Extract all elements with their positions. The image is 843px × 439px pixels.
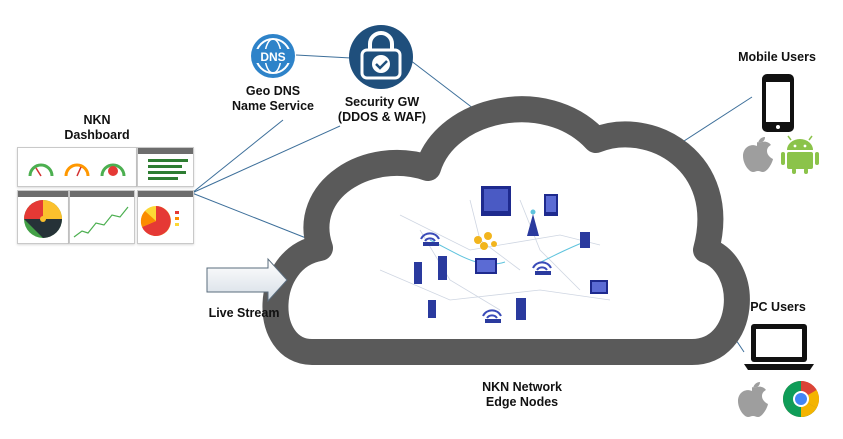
gauge-3	[100, 163, 126, 177]
security-gw-label: Security GW (DDOS & WAF)	[330, 95, 434, 125]
apple-icon	[743, 137, 773, 172]
geo-dns-label-line1: Geo DNS	[245, 84, 301, 98]
mobile-users-label: Mobile Users	[738, 50, 816, 64]
live-stream-arrow	[206, 257, 288, 303]
node-router-3	[482, 309, 502, 319]
network-label-line1: NKN Network	[482, 380, 562, 394]
chrome-icon	[782, 381, 820, 418]
dashboard-to-security-line	[191, 125, 341, 194]
node-router-2	[532, 261, 552, 271]
node-tower	[527, 209, 539, 236]
smartphone-icon	[762, 74, 794, 132]
dashboard-title-line2: Dashboard	[64, 128, 130, 142]
apple-icon	[738, 382, 768, 417]
node-monitor-1	[481, 186, 511, 216]
gauge-2	[64, 163, 90, 177]
padlock-check-icon	[349, 25, 413, 89]
laptop-icon	[744, 324, 814, 370]
node-server-1	[414, 262, 422, 284]
node-server-2	[438, 256, 447, 280]
node-monitor-3	[475, 258, 497, 274]
pc-users-label: PC Users	[750, 300, 806, 314]
dashboard-bars-panel	[137, 147, 194, 187]
dashboard-to-cloud-line	[191, 192, 307, 239]
node-tokens	[474, 232, 497, 250]
security-gw-label-line2: (DDOS & WAF)	[337, 110, 427, 124]
dashboard-to-dns-line	[191, 119, 284, 194]
dashboard-line-panel	[69, 190, 135, 244]
edge-nodes-illustration	[379, 186, 611, 323]
live-stream-label: Live Stream	[208, 306, 280, 320]
globe-dns-icon	[251, 34, 295, 78]
gauge-1	[28, 163, 54, 177]
dashboard-title-line1: NKN	[83, 113, 111, 127]
dashboard-pie-panel	[137, 190, 194, 244]
security-gw-label-line1: Security GW	[344, 95, 420, 109]
node-router-1	[420, 232, 440, 242]
dashboard-gauges-panel	[17, 147, 137, 187]
dashboard-title: NKN Dashboard	[62, 113, 132, 143]
network-label-line2: Edge Nodes	[485, 395, 559, 409]
dns-to-security-line	[295, 54, 352, 59]
dashboard-pie-gauge-panel	[17, 190, 69, 244]
node-monitor-2	[544, 194, 558, 216]
dns-icon-text: DNS	[260, 50, 285, 64]
android-icon	[781, 135, 819, 174]
node-monitor-4	[590, 280, 608, 294]
security-to-cloud-line	[409, 59, 479, 113]
node-server-5	[580, 232, 590, 248]
node-server-4	[516, 298, 526, 320]
network-label: NKN Network Edge Nodes	[462, 380, 582, 410]
geo-dns-label: Geo DNS Name Service	[225, 84, 321, 114]
cloud-shape	[262, 96, 750, 365]
node-server-3	[428, 300, 436, 318]
geo-dns-label-line2: Name Service	[231, 99, 314, 113]
